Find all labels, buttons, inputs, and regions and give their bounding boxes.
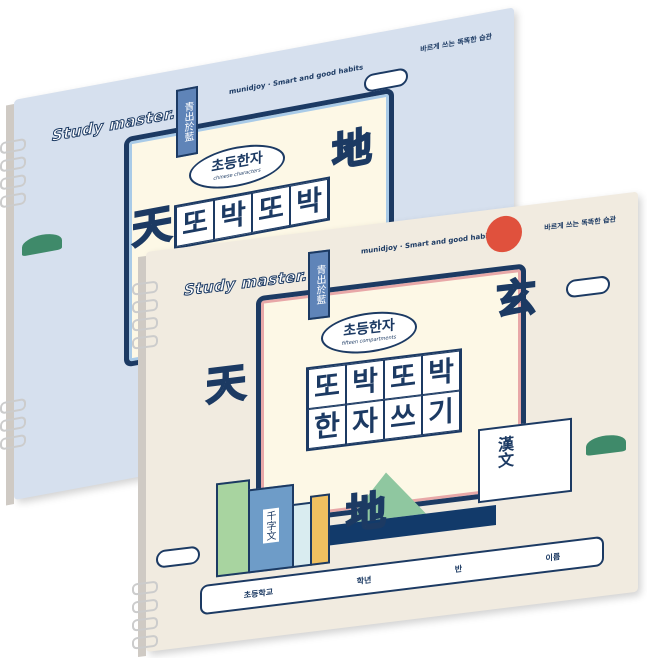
name-label: 이름 — [545, 551, 561, 563]
grade-label: 학년 — [356, 574, 372, 586]
spiral-ring — [0, 415, 26, 433]
banner: 青出於藍 — [176, 85, 198, 158]
spine — [138, 256, 146, 657]
habit-text: 바르게 쓰는 똑똑한 습관 — [544, 215, 616, 233]
open-book: 漢文 — [478, 417, 572, 504]
title-cell: 또 — [384, 355, 422, 400]
hanja-heaven: 天 — [205, 358, 247, 412]
sun-icon — [486, 213, 522, 255]
book-green — [216, 479, 250, 578]
spiral-ring — [132, 334, 158, 350]
title-cell: 또 — [308, 364, 346, 410]
spiral-ring — [0, 433, 26, 451]
spiral-ring — [132, 280, 158, 296]
pine-tree-icon — [22, 231, 62, 257]
title-cell: 기 — [422, 390, 460, 436]
title-cell: 한 — [308, 404, 346, 450]
spiral-ring — [0, 397, 26, 415]
title-cell: 또 — [176, 199, 214, 247]
cloud-icon — [566, 275, 610, 299]
spiral-ring — [0, 137, 26, 155]
spiral-ring — [132, 580, 158, 596]
habit-text: 바르게 쓰는 똑똑한 습관 — [420, 32, 492, 54]
spiral-ring — [0, 173, 26, 191]
spiral-ring — [132, 598, 158, 614]
spiral-ring — [132, 634, 158, 650]
title-cell: 박 — [422, 350, 460, 396]
spiral-ring — [132, 298, 158, 314]
spiral-ring — [132, 316, 158, 332]
class-label: 반 — [454, 563, 463, 574]
banner: 青出於藍 — [308, 249, 330, 321]
hanja-earth: 地 — [345, 486, 387, 540]
hanja-earth: 地 — [331, 122, 373, 178]
cloud-icon — [156, 545, 200, 569]
title-cell: 또 — [252, 185, 290, 233]
spiral-ring — [0, 191, 26, 209]
book-label: 千字文 — [263, 507, 279, 544]
title-cell: 쓰 — [384, 395, 422, 440]
spiral-ring — [0, 155, 26, 173]
open-book-label: 漢文 — [495, 434, 514, 470]
title-cell: 자 — [346, 399, 384, 445]
pine-tree-icon — [586, 433, 626, 456]
school-label: 초등학교 — [243, 586, 274, 600]
hanja-dark: 玄 — [495, 272, 537, 326]
title-cell: 박 — [290, 178, 328, 226]
book-yellow — [310, 493, 330, 566]
book-stack: 千字文 — [216, 470, 330, 578]
hanja-heaven: 天 — [131, 199, 173, 255]
book-blue: 千字文 — [248, 483, 294, 574]
tagline: munidjoy · Smart and good habits — [229, 63, 364, 97]
title-cell: 박 — [346, 359, 384, 405]
title-cell: 박 — [214, 192, 252, 240]
tagline: munidjoy · Smart and good habits — [361, 231, 496, 256]
spiral-ring — [132, 616, 158, 632]
notebook-front: Study master. munidjoy · Smart and good … — [132, 191, 638, 657]
book-light — [292, 501, 312, 569]
